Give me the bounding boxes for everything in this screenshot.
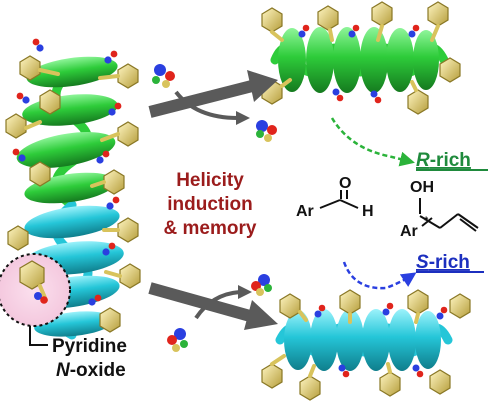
helix-substituent-sticks xyxy=(24,68,122,278)
s-rich-letter: S xyxy=(416,252,429,273)
guest-release-arrow xyxy=(174,90,250,125)
helix-noxide-atoms xyxy=(12,38,122,306)
pyridine-label-line1: Pyridine xyxy=(52,336,127,357)
chiral-guest-molecule-bottom xyxy=(167,328,188,352)
s-rich-label: S-rich xyxy=(416,252,484,273)
r-rich-suffix: -rich xyxy=(430,150,471,171)
chiral-guest-molecule-top-released xyxy=(256,120,277,142)
pyridine-label-n: N xyxy=(56,360,71,381)
center-label-line3: & memory xyxy=(164,218,257,239)
r-selectivity-arrow xyxy=(330,117,415,167)
chiral-guest-molecule-bottom-released xyxy=(251,274,272,296)
alcohol-oh: OH xyxy=(410,179,434,196)
pyridine-noxide-highlight xyxy=(0,253,71,346)
s-rich-suffix: -rich xyxy=(429,252,470,273)
arrow-lower xyxy=(148,282,278,330)
aldehyde-h: H xyxy=(362,203,374,220)
helix-bottom-right xyxy=(261,289,471,401)
center-label-line1: Helicity xyxy=(176,170,244,191)
leader-line xyxy=(29,326,48,346)
svg-text:S-rich: S-rich xyxy=(416,252,470,273)
center-label-line2: induction xyxy=(167,194,252,215)
highlighted-pyridine-ring xyxy=(19,260,45,290)
guest-uptake-arrow xyxy=(194,285,252,320)
arrow-upper xyxy=(148,70,278,118)
homoallyl-alcohol-structure: OH Ar * xyxy=(400,179,479,240)
aldehyde-structure: Ar O H xyxy=(296,175,374,220)
pyridine-label-oxide: -oxide xyxy=(70,360,126,381)
svg-text:N-oxide: N-oxide xyxy=(56,360,126,381)
r-rich-label: R-rich xyxy=(416,150,488,171)
r-rich-letter: R xyxy=(416,150,430,171)
aldehyde-ar: Ar xyxy=(296,203,314,220)
aldehyde-bonds xyxy=(319,190,359,209)
alcohol-ar: Ar xyxy=(400,223,418,240)
pyridine-noxide-label: Pyridine N-oxide xyxy=(52,336,127,381)
s-selectivity-arrow xyxy=(342,261,417,290)
center-label: Helicity induction & memory xyxy=(164,170,257,239)
chiral-guest-molecule-top xyxy=(152,64,175,88)
svg-text:R-rich: R-rich xyxy=(416,150,471,171)
dashed-highlight-circle xyxy=(0,253,71,327)
helix-top-right xyxy=(261,1,461,115)
aldehyde-o: O xyxy=(339,175,351,192)
helix-phenyl-groups xyxy=(5,55,141,333)
alcohol-bonds xyxy=(419,198,479,232)
